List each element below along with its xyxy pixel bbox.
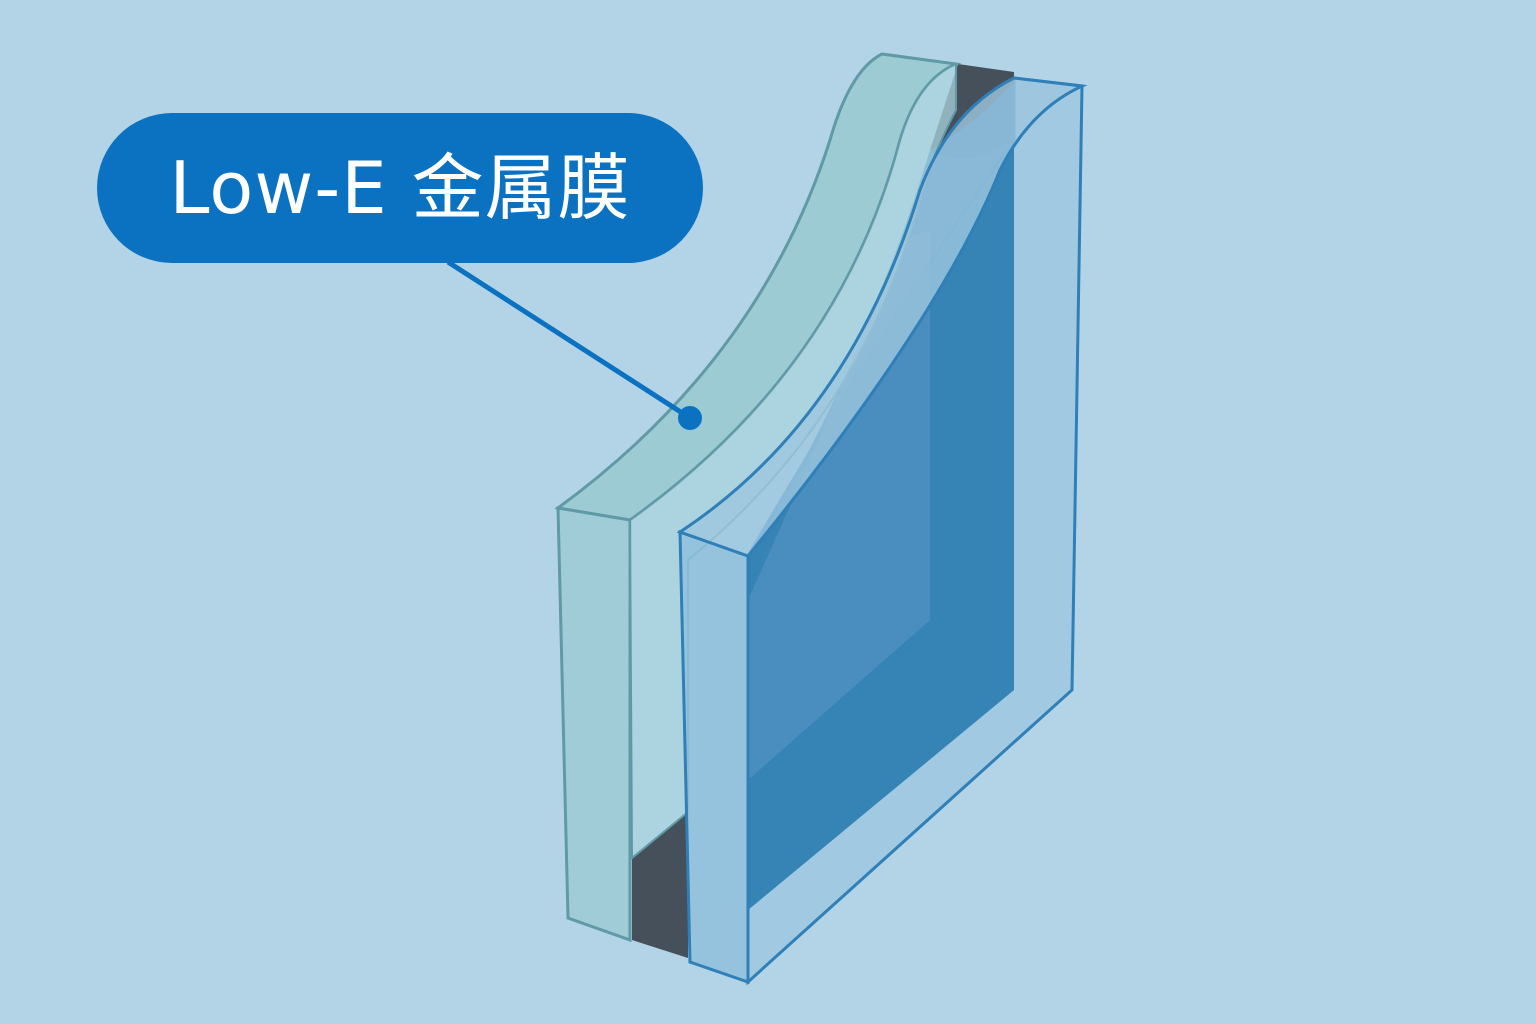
low-e-callout-label: Low-E 金属膜	[169, 146, 631, 230]
front-pane-front-face	[556, 506, 632, 943]
callout-anchor-dot	[678, 406, 702, 430]
callout-leader-line	[446, 259, 692, 421]
bottom-spacer-bar	[632, 812, 688, 958]
low-e-callout: Low-E 金属膜	[97, 113, 703, 263]
back-pane-front-face	[678, 529, 750, 985]
back-pane-top-edge	[676, 76, 1088, 558]
